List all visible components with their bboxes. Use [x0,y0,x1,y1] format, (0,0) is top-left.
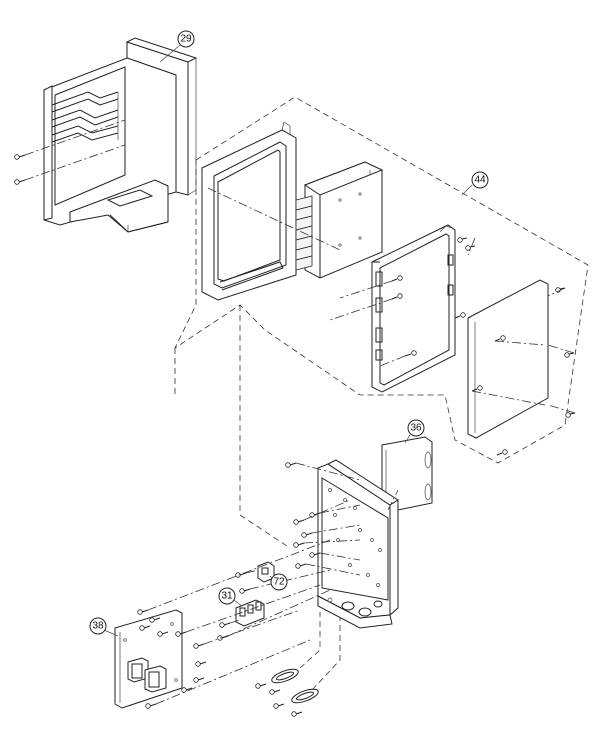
main-chassis [317,459,399,629]
screw-icon [391,293,403,300]
screw-icon [291,711,303,717]
screw-icon [293,519,305,525]
bracket-72 [235,561,331,594]
screw-icon [149,617,161,623]
screw-icon [195,661,207,667]
transformer-board-38 [114,609,183,709]
cable-clamps [255,612,341,717]
screw-icon [193,643,205,649]
screw-icon [269,689,281,695]
screw-icon [404,350,417,357]
connection-line-clamp [299,612,321,669]
screw-icon [235,572,247,578]
callout-29-label: 29 [180,34,192,45]
screw-icon [471,385,483,392]
screw-icon [219,622,231,628]
cover-plate [467,279,549,439]
screw-icon [565,412,576,418]
chassis-screws [285,462,399,576]
screw-icon [301,532,313,538]
screw-icon [564,352,575,358]
callout-36-label: 36 [410,423,422,434]
screw-icon [454,312,466,319]
screw-icon [217,635,229,641]
screw-icon [293,542,305,548]
callout-29: 29 [159,30,195,63]
screw-icon [145,703,157,709]
callout-72-label: 72 [273,577,285,588]
screw-icon [137,609,149,615]
heatsink [207,161,384,279]
callout-36: 36 [404,419,425,444]
screw-icon [391,275,403,282]
screw-icon [14,154,26,160]
circuit-board [371,224,456,393]
screws-44 [329,237,576,456]
bracket-assembly-29 [14,37,198,233]
screw-icon [157,631,169,637]
screw-icon [139,625,151,631]
screw-icon [465,245,476,251]
screw-icon [309,512,321,518]
screw-icon [309,552,321,558]
screw-icon [239,588,251,594]
callout-31: 31 [218,587,243,607]
callout-38-label: 38 [92,621,104,632]
callout-44-label: 44 [474,175,486,186]
screw-icon [285,462,297,468]
screw-icon [273,703,285,709]
screw-icon [175,631,187,637]
terminal-block-31 [217,589,331,641]
callout-38: 38 [89,617,119,637]
callout-44: 44 [461,171,489,196]
screw-icon [295,563,307,569]
screw-icon [496,449,508,456]
screw-icon [255,683,267,689]
mounting-frame [201,121,297,301]
screw-icon [457,237,468,243]
callout-31-label: 31 [221,591,233,602]
connection-line-left [239,305,291,549]
callout-72: 72 [269,573,288,591]
screw-icon [14,179,26,185]
board-38-screws [137,539,331,709]
screw-icon [193,677,205,683]
